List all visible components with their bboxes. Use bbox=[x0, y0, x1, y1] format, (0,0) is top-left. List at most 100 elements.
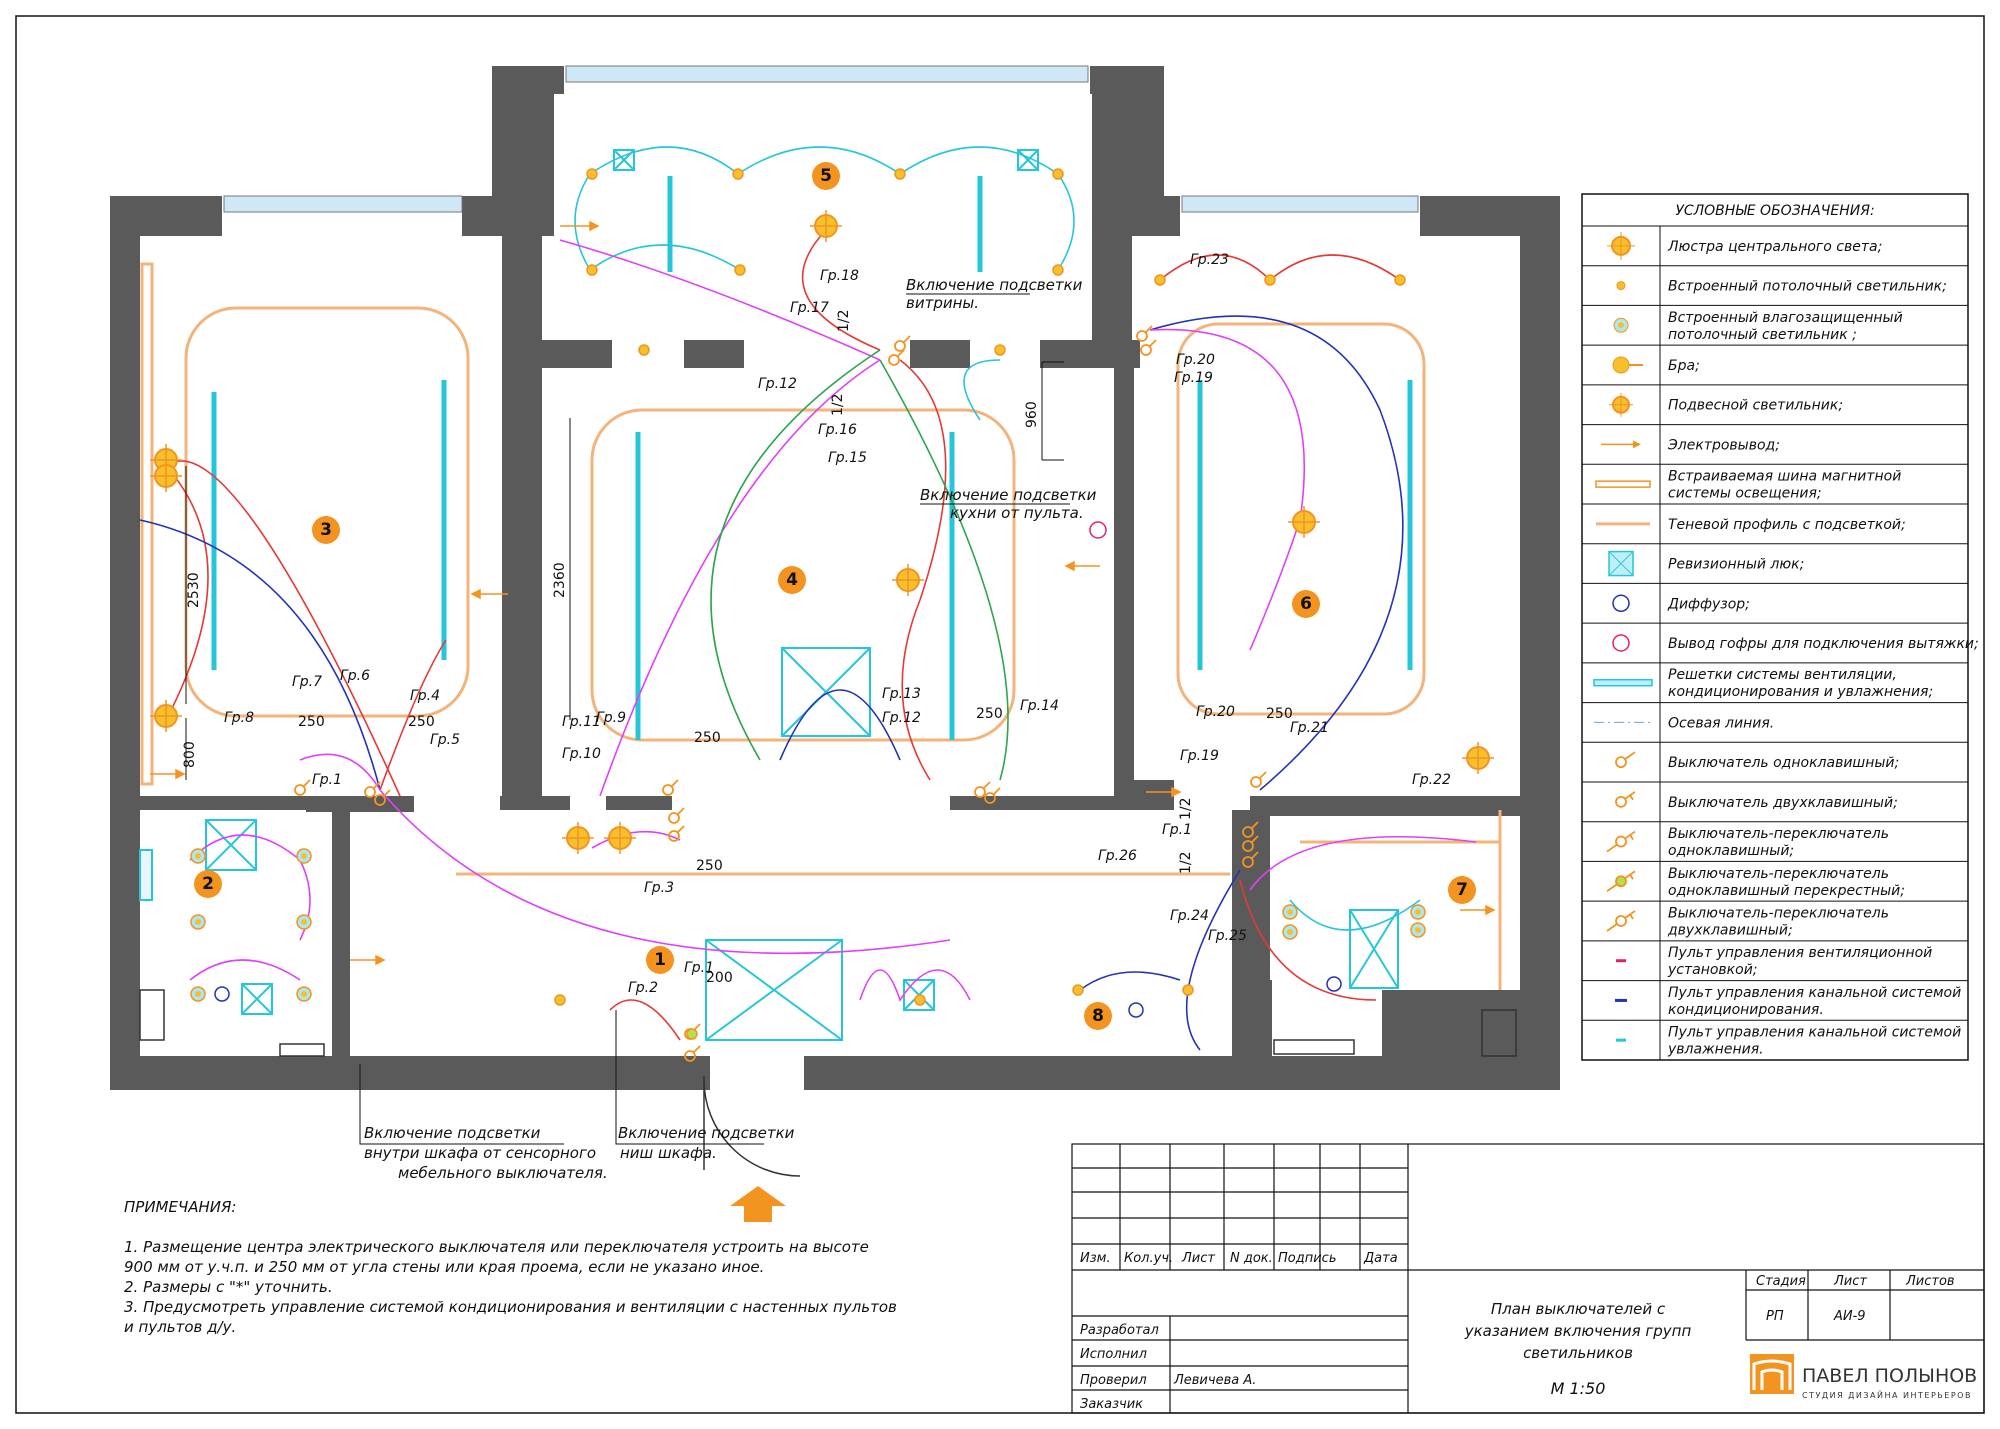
drawing-title: План выключателей с bbox=[1491, 1300, 1666, 1318]
group-labels: Гр.1 Гр.2 Гр.3 Гр.4 Гр.5 Гр.6 Гр.7 Гр.8 … bbox=[224, 252, 1451, 996]
windows bbox=[223, 65, 1419, 213]
room-number-4: 4 bbox=[786, 570, 798, 590]
room-number-6: 6 bbox=[1300, 594, 1312, 614]
group-label: Гр.3 bbox=[644, 880, 674, 896]
title-block-text: Изм. Кол.уч. Лист N док. Подпись Дата Ра… bbox=[1080, 1251, 1977, 1412]
brand-name: ПАВЕЛ ПОЛЫНОВ bbox=[1802, 1365, 1977, 1387]
group-label: Гр.1 bbox=[684, 960, 714, 976]
group-label: Гр.1 bbox=[312, 772, 342, 788]
group-label: Гр.21 bbox=[1290, 720, 1329, 736]
annotation-niche: Включение подсветки bbox=[618, 1124, 795, 1142]
sheet-frame bbox=[15, 15, 1985, 1414]
group-label: Гр.22 bbox=[1412, 772, 1451, 788]
switch-double-icon bbox=[1615, 791, 1636, 808]
group-label: Гр.24 bbox=[1170, 908, 1209, 924]
dimension-label: 250 bbox=[408, 714, 435, 730]
group-label: Гр.19 bbox=[1174, 370, 1213, 386]
legend-item-label: Вывод гофры для подключения вытяжки; bbox=[1668, 636, 1979, 652]
legend-item-label: Пульт управления вентиляционной bbox=[1668, 945, 1932, 961]
legend-item-label: системы освещения; bbox=[1668, 486, 1822, 502]
switch-toggle-single-icon bbox=[1606, 830, 1636, 853]
legend-item-label: увлажнения. bbox=[1667, 1042, 1764, 1058]
group-label: Гр.5 bbox=[430, 732, 460, 748]
diffuser-icon bbox=[1612, 594, 1630, 613]
notes: ПРИМЕЧАНИЯ: 1. Размещение центра электри… bbox=[124, 1198, 897, 1336]
annotation-kitchen: Включение подсветки bbox=[920, 486, 1097, 504]
chandelier-icon bbox=[1607, 231, 1635, 260]
tb-header: Кол.уч. bbox=[1124, 1251, 1173, 1266]
tb-checker: Левичева А. bbox=[1173, 1373, 1256, 1388]
notes-title: ПРИМЕЧАНИЯ: bbox=[124, 1198, 237, 1216]
legend-item-label: Выключатель-переключатель bbox=[1668, 866, 1889, 882]
notes-line: и пультов д/у. bbox=[124, 1318, 236, 1336]
lights bbox=[149, 168, 1495, 1018]
room-number-8: 8 bbox=[1092, 1006, 1104, 1026]
dimension-label: 1/2 bbox=[836, 309, 852, 332]
legend-item-label: Встроенный потолочный светильник; bbox=[1668, 279, 1947, 295]
annotation-kitchen: кухни от пульта. bbox=[950, 504, 1084, 522]
annotation-wardrobe: внутри шкафа от сенсорного bbox=[364, 1144, 596, 1162]
dimension-label: 960 bbox=[1024, 401, 1040, 428]
brand-logo-icon bbox=[1750, 1354, 1794, 1394]
annotation-vitrina: витрины. bbox=[906, 294, 979, 312]
group-label: Гр.15 bbox=[828, 450, 867, 466]
drawing-title: указанием включения групп bbox=[1464, 1322, 1692, 1340]
legend-item-label: кондиционирования. bbox=[1668, 1002, 1824, 1018]
annotation-niche: ниш шкафа. bbox=[620, 1144, 717, 1162]
notes-line: 3. Предусмотреть управление системой кон… bbox=[124, 1298, 897, 1316]
group-label: Гр.14 bbox=[1020, 698, 1059, 714]
power-outlet-icon bbox=[1601, 440, 1641, 449]
dimension-label: 250 bbox=[298, 714, 325, 730]
tb-sheet: АИ-9 bbox=[1833, 1309, 1866, 1324]
legend-item-label: установкой; bbox=[1667, 962, 1758, 978]
switches bbox=[294, 325, 1267, 1062]
switch-single-icon bbox=[1615, 751, 1636, 769]
legend-item-label: одноклавишный; bbox=[1668, 843, 1794, 859]
dimension-label: 250 bbox=[694, 730, 721, 746]
group-label: Гр.7 bbox=[292, 674, 322, 690]
wiring bbox=[139, 146, 1477, 1051]
group-label: Гр.11 bbox=[562, 714, 601, 730]
dimension-lines bbox=[185, 361, 1064, 780]
legend-item-label: одноклавишный перекрестный; bbox=[1668, 883, 1905, 899]
dimension-label: 2530 bbox=[186, 572, 202, 608]
brand-subtitle: СТУДИЯ ДИЗАЙНА ИНТЕРЬЕРОВ bbox=[1802, 1389, 1972, 1400]
legend-item-label: Ревизионный люк; bbox=[1668, 557, 1804, 573]
notes-line: 2. Размеры с "*" уточнить. bbox=[124, 1278, 333, 1296]
legend-item-label: Выключатель двухклавишный; bbox=[1668, 795, 1898, 811]
group-label: Гр.1 bbox=[1162, 822, 1192, 838]
group-label: Гр.17 bbox=[790, 300, 829, 316]
tb-header: Дата bbox=[1363, 1251, 1398, 1266]
group-label: Гр.12 bbox=[882, 710, 921, 726]
legend-item-label: Люстра центрального света; bbox=[1667, 239, 1882, 255]
group-label: Гр.25 bbox=[1208, 928, 1247, 944]
vent-grille-icon bbox=[1593, 678, 1653, 687]
tb-header: Лист bbox=[1181, 1251, 1215, 1266]
group-label: Гр.23 bbox=[1190, 252, 1229, 268]
dimension-label: 200 bbox=[706, 970, 733, 986]
tb-role: Проверил bbox=[1080, 1373, 1147, 1388]
dimension-label: 1/2 bbox=[1178, 851, 1194, 874]
legend-item-label: Выключатель-переключатель bbox=[1668, 906, 1889, 922]
group-label: Гр.20 bbox=[1176, 352, 1215, 368]
group-label: Гр.4 bbox=[410, 688, 440, 704]
drawing-title: светильников bbox=[1523, 1344, 1633, 1362]
tb-role: Разработал bbox=[1080, 1323, 1159, 1338]
legend-item-label: Выключатель одноклавишный; bbox=[1668, 755, 1899, 771]
waterproof-light-icon bbox=[1613, 317, 1629, 333]
dimension-label: 250 bbox=[976, 706, 1003, 722]
annotation-vitrina: Включение подсветки bbox=[906, 276, 1083, 294]
legend-item-label: Диффузор; bbox=[1667, 596, 1750, 612]
dimension-label: 250 bbox=[696, 858, 723, 874]
legend-item-label: Теневой профиль с подсветкой; bbox=[1668, 517, 1906, 533]
hatches bbox=[205, 149, 1399, 1041]
switch-toggle-double-icon bbox=[1606, 910, 1636, 932]
group-label: Гр.13 bbox=[882, 686, 921, 702]
annotation-wardrobe: мебельного выключателя. bbox=[398, 1164, 608, 1182]
title-block bbox=[1071, 1143, 1985, 1414]
walls bbox=[110, 66, 1560, 1090]
switch-cross-icon bbox=[1606, 870, 1636, 893]
entrance-arrow bbox=[730, 1186, 786, 1222]
group-label: Гр.20 bbox=[1196, 704, 1235, 720]
magnetic-track-icon bbox=[1595, 480, 1651, 488]
